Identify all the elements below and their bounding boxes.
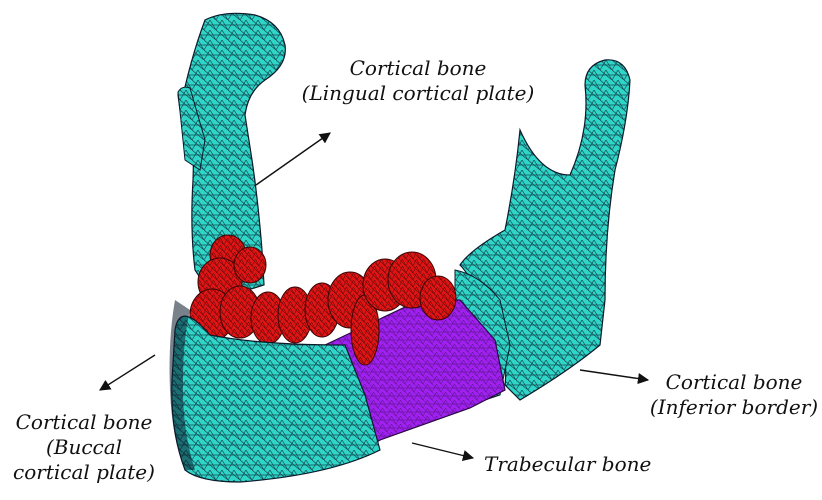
label-inferior-cortical: Cortical bone (Inferior border) [648,370,820,420]
label-lingual-title: Cortical bone [288,56,548,81]
label-buccal-subtitle-1: (Buccal [2,435,166,460]
arrow-inferior [580,370,648,380]
label-inferior-title: Cortical bone [648,370,820,395]
label-lingual-subtitle: (Lingual cortical plate) [288,81,548,106]
label-lingual-cortical: Cortical bone (Lingual cortical plate) [288,56,548,106]
arrow-buccal [100,355,155,390]
label-trabecular-title: Trabecular bone [484,452,651,477]
label-buccal-cortical: Cortical bone (Buccal cortical plate) [2,410,166,485]
arrow-trabecular [412,443,473,458]
label-inferior-subtitle: (Inferior border) [648,395,820,420]
label-buccal-title: Cortical bone [2,410,166,435]
label-trabecular: Trabecular bone [484,452,651,477]
label-buccal-subtitle-2: cortical plate) [2,460,166,485]
arrow-lingual [256,133,330,185]
